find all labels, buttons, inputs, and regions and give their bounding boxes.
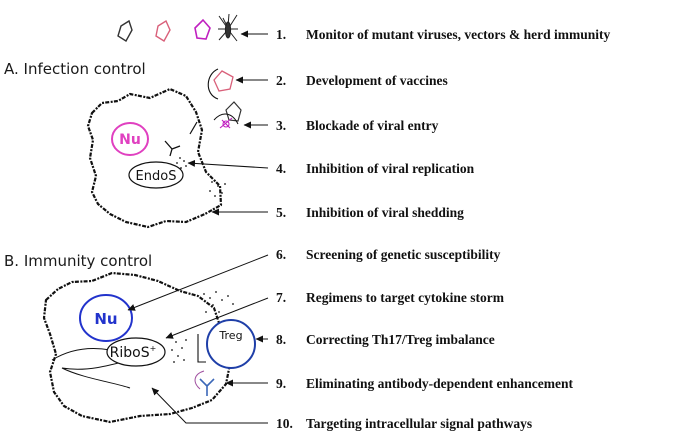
nucleus-b-label: Nu <box>94 310 117 328</box>
arrow-step-6 <box>127 254 269 311</box>
entry-virus-icon <box>225 101 242 122</box>
step-text: Regimens to target cytokine storm <box>306 290 505 305</box>
mosquito-icon <box>218 13 238 42</box>
treg-cell <box>206 319 256 369</box>
step-2: 2. Development of vaccines <box>276 73 448 88</box>
step-text: Monitor of mutant viruses, vectors & her… <box>306 27 610 42</box>
ribosome-label: RiboS <box>110 345 150 361</box>
fc-receptor-icon <box>194 370 205 390</box>
step-number: 10. <box>276 416 293 431</box>
antibody-cup-icon <box>207 68 219 100</box>
step-text: Screening of genetic susceptibility <box>306 247 501 262</box>
th17-bracket <box>197 334 206 363</box>
host-cell-a <box>86 87 223 229</box>
nucleus-b <box>79 294 133 342</box>
step-text: Inhibition of viral replication <box>306 161 475 176</box>
step-number: 4. <box>276 161 286 176</box>
step-number: 2. <box>276 73 286 88</box>
step-8: 8. Correcting Th17/Treg imbalance <box>276 332 495 347</box>
virus-icon-magenta <box>194 18 211 40</box>
step-text: Development of vaccines <box>306 73 448 88</box>
vaccine-virus-icon <box>213 70 234 92</box>
step-5: 5. Inhibition of viral shedding <box>276 205 464 220</box>
step-4: 4. Inhibition of viral replication <box>276 161 475 176</box>
step-1: 1. Monitor of mutant viruses, vectors & … <box>276 27 610 42</box>
step-number: 9. <box>276 376 286 391</box>
nucleus-a-label: Nu <box>119 132 141 148</box>
ribosome <box>106 337 166 367</box>
arrow-step-7 <box>165 297 269 339</box>
step-text: Inhibition of viral shedding <box>306 205 464 220</box>
virus-icon-grey <box>117 19 133 42</box>
endosome-label: EndoS <box>136 169 177 184</box>
step-list: 1. Monitor of mutant viruses, vectors & … <box>276 27 610 431</box>
step-text: Correcting Th17/Treg imbalance <box>306 332 495 347</box>
receptor-icon <box>164 140 181 157</box>
endosome <box>128 161 184 189</box>
cytokine-particles <box>169 291 234 363</box>
step-number: 6. <box>276 247 286 262</box>
ribosome-superscript: + <box>150 344 157 353</box>
step-6: 6. Screening of genetic susceptibility <box>276 247 501 262</box>
step-3: 3. Blockade of viral entry <box>276 118 439 133</box>
nucleus-a <box>111 122 149 156</box>
step-number: 8. <box>276 332 286 347</box>
arrow-step-10 <box>151 387 268 424</box>
treg-label: Treg <box>218 329 242 342</box>
section-title-immunity: B. Immunity control <box>4 252 152 270</box>
step-10: 10. Targeting intracellular signal pathw… <box>276 416 532 431</box>
signal-pathway-lines <box>51 348 140 389</box>
ribosome-label-group: RiboS+ <box>110 344 157 361</box>
receptor-icon-2 <box>189 121 198 135</box>
viral-particles-a <box>176 157 226 197</box>
step-9: 9. Eliminating antibody-dependent enhanc… <box>276 376 574 391</box>
section-title-infection: A. Infection control <box>4 60 146 78</box>
step-number: 5. <box>276 205 286 220</box>
step-7: 7. Regimens to target cytokine storm <box>276 290 505 305</box>
step-number: 1. <box>276 27 286 42</box>
entry-membrane <box>213 113 239 125</box>
step-number: 7. <box>276 290 286 305</box>
virus-icon-pink <box>155 19 171 42</box>
step-text: Targeting intracellular signal pathways <box>306 416 532 431</box>
step-text: Eliminating antibody-dependent enhanceme… <box>306 376 574 391</box>
step-number: 3. <box>276 118 286 133</box>
antibody-icon <box>199 378 215 396</box>
arrow-step-4 <box>187 159 269 169</box>
step-text: Blockade of viral entry <box>306 118 439 133</box>
entry-blocker-icon <box>219 117 233 129</box>
